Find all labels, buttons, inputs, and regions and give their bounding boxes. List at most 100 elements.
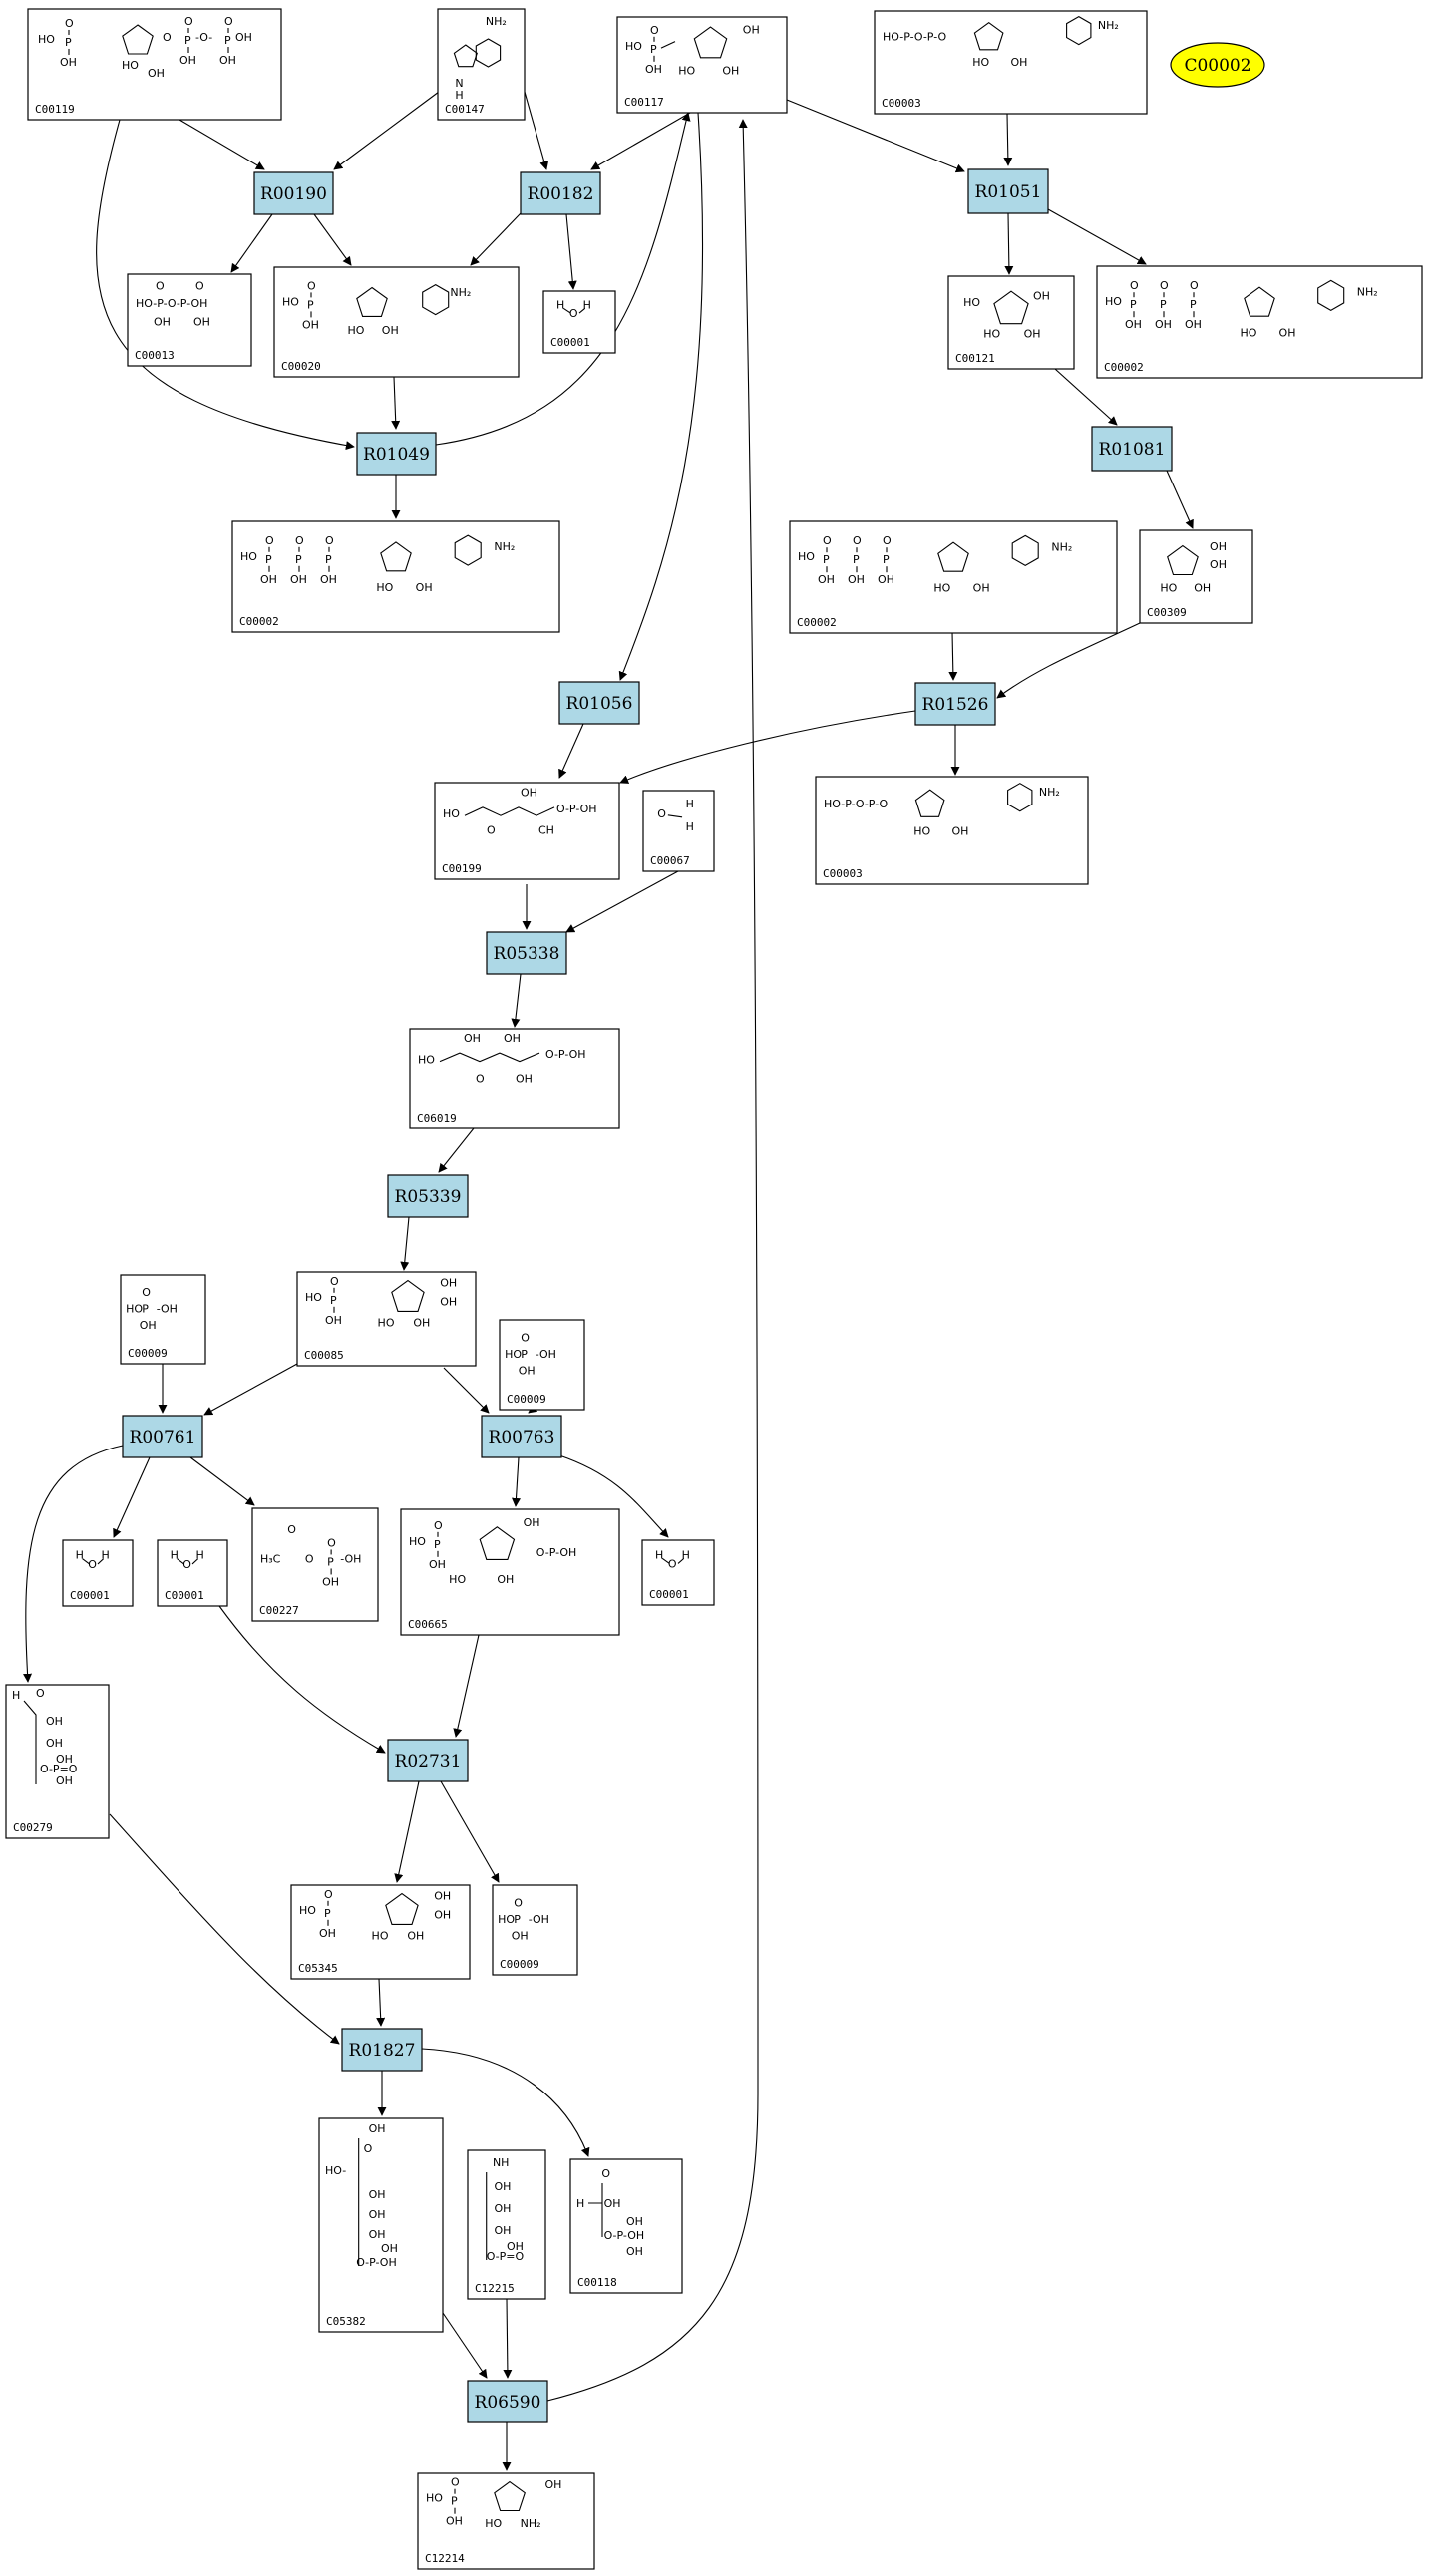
- svg-text:OH: OH: [302, 318, 319, 331]
- svg-text:P: P: [142, 1303, 149, 1316]
- compound-label: C00001: [70, 1589, 110, 1602]
- compound-label: C00001: [649, 1588, 689, 1601]
- compound-box: [642, 790, 715, 872]
- reaction-label: R01049: [363, 445, 430, 465]
- edge-arrow: [376, 1978, 386, 2027]
- edge-arrow: [565, 213, 577, 290]
- svg-text:P: P: [65, 36, 72, 49]
- edge-arrow: [218, 1605, 386, 1754]
- reaction-node[interactable]: R00761: [122, 1415, 203, 1458]
- svg-text:OH: OH: [46, 1715, 63, 1728]
- reaction-node[interactable]: R00182: [520, 171, 601, 215]
- highlight-node[interactable]: C00002: [1170, 42, 1265, 88]
- reaction-node[interactable]: R00190: [253, 171, 334, 215]
- svg-text:OH: OH: [434, 1909, 451, 1922]
- svg-text:O: O: [88, 1558, 97, 1571]
- svg-text:P: P: [330, 1294, 337, 1307]
- svg-text:P: P: [324, 1907, 331, 1920]
- reaction-label: R02731: [395, 1752, 462, 1771]
- svg-text:OH: OH: [416, 581, 433, 594]
- edge-arrow: [558, 723, 584, 779]
- svg-text:O: O: [514, 1896, 523, 1909]
- compound-label: C00003: [882, 97, 921, 110]
- reaction-node[interactable]: R05339: [387, 1174, 469, 1218]
- reaction-node[interactable]: R01081: [1091, 426, 1173, 472]
- svg-text:OH: OH: [878, 573, 894, 586]
- svg-text:O: O: [569, 307, 578, 320]
- svg-text:H: H: [686, 820, 694, 833]
- reaction-node[interactable]: R02731: [387, 1739, 469, 1782]
- reaction-node[interactable]: R01827: [341, 2028, 423, 2072]
- svg-text:HO: HO: [625, 40, 642, 53]
- reaction-node[interactable]: R01049: [356, 432, 437, 476]
- reaction-node[interactable]: R05338: [486, 931, 567, 975]
- svg-text:H: H: [455, 89, 463, 102]
- svg-text:HO: HO: [449, 1573, 466, 1586]
- svg-text:O: O: [324, 1888, 333, 1901]
- reaction-box: [356, 432, 437, 476]
- edge-arrow: [453, 1634, 480, 1738]
- svg-text:OH: OH: [516, 1072, 533, 1085]
- reaction-label: R00763: [489, 1428, 555, 1448]
- reaction-label: R06590: [475, 2393, 541, 2413]
- svg-text:O: O: [823, 534, 832, 547]
- compound-label: C00009: [128, 1347, 168, 1360]
- svg-text:H: H: [576, 2197, 584, 2210]
- compound-box: [492, 1884, 578, 1976]
- edge-arrow: [109, 1813, 340, 2045]
- compound-label: C00002: [797, 616, 837, 629]
- compound-box: [27, 8, 282, 121]
- reaction-node[interactable]: R06590: [467, 2380, 548, 2423]
- reaction-node[interactable]: R00763: [481, 1415, 562, 1458]
- edge-arrow: [440, 1780, 500, 1883]
- reaction-node[interactable]: R01056: [558, 681, 640, 725]
- svg-text:O: O: [487, 823, 496, 836]
- compound-label: C00117: [624, 96, 664, 109]
- svg-text:OH: OH: [434, 1889, 451, 1902]
- edge-arrow: [590, 112, 691, 170]
- svg-text:P: P: [650, 43, 657, 56]
- svg-text:OH: OH: [260, 573, 277, 586]
- svg-text:P: P: [434, 1538, 441, 1551]
- svg-text:HO: HO: [983, 328, 1000, 341]
- reaction-label: R05339: [395, 1187, 462, 1207]
- reaction-node[interactable]: R01526: [914, 682, 996, 726]
- reaction-node[interactable]: R01051: [967, 168, 1049, 214]
- svg-text:NH₂: NH₂: [1051, 540, 1072, 553]
- svg-text:HO: HO: [122, 59, 139, 72]
- svg-text:HO: HO: [972, 56, 989, 69]
